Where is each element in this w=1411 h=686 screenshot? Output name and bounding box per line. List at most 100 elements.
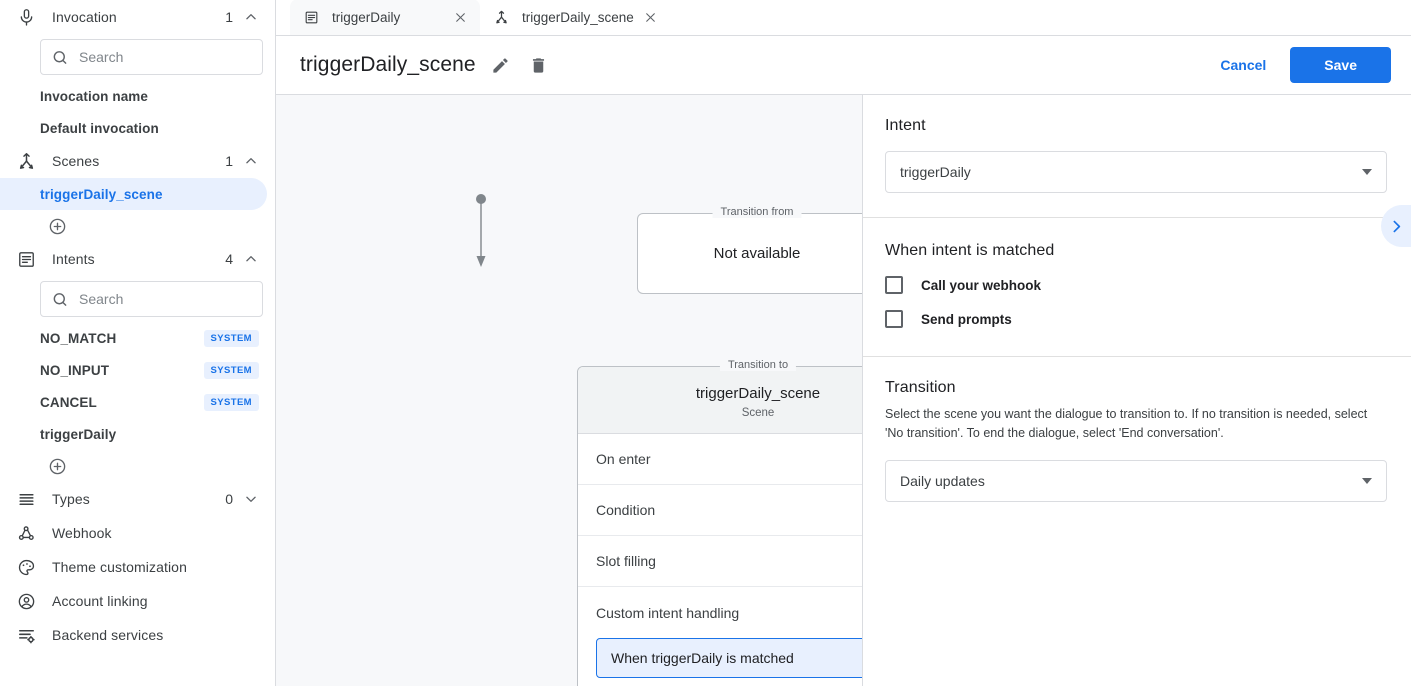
matched-heading: When intent is matched [885,242,1055,259]
sidebar-item-triggerdaily[interactable]: triggerDaily [0,418,275,450]
scene-row-label: Condition [596,502,656,518]
sidebar-section-types[interactable]: Types 0 [0,482,275,516]
toolbar: triggerDaily_scene Cancel Save [276,36,1411,95]
intent-icon [304,8,322,26]
sidebar-item-webhook[interactable]: Webhook [0,516,275,550]
sidebar-item-label: Webhook [52,525,112,541]
account-circle-icon [14,589,38,613]
sidebar-section-label: Intents [52,251,95,267]
scene-row-on-enter[interactable]: On enter + [578,434,862,485]
sidebar-item-triggerdaily-scene[interactable]: triggerDaily_scene [0,178,267,210]
sidebar-item-no-input[interactable]: NO_INPUT SYSTEM [0,354,275,386]
trash-icon[interactable] [526,52,552,78]
sidebar-item-backend-services[interactable]: Backend services [0,618,275,652]
sidebar-item-no-match[interactable]: NO_MATCH SYSTEM [0,322,275,354]
chevron-up-icon[interactable] [243,251,259,267]
chevron-up-icon[interactable] [243,9,259,25]
transition-to-legend: Transition to [719,359,797,371]
transition-select-value: Daily updates [900,472,985,489]
palette-icon [14,555,38,579]
transition-description: Select the scene you want the dialogue t… [885,407,1368,441]
scene-node-subtitle: Scene [741,407,775,419]
chevron-right-icon[interactable] [1381,205,1411,247]
chevron-up-icon[interactable] [243,153,259,169]
sidebar-item-theme-customization[interactable]: Theme customization [0,550,275,584]
scene-canvas[interactable]: Transition from Not available Transition… [276,95,862,686]
checkbox-icon[interactable] [885,276,903,294]
intent-section: Intent triggerDaily [863,95,1411,218]
tab-label: triggerDaily_scene [522,9,634,25]
sidebar-item-label: Theme customization [52,559,187,575]
scene-node-header: triggerDaily_scene Scene [578,367,862,434]
transition-from-node[interactable]: Transition from Not available [637,206,862,294]
scene-group-custom-intent-handling: Custom intent handling + When triggerDai… [578,587,862,686]
properties-panel: Intent triggerDaily When intent is match… [862,95,1411,686]
sidebar-item-label: Invocation name [40,88,149,104]
tab-strip: triggerDaily triggerDaily_scene [276,0,1411,36]
scene-row-custom-intent-handling[interactable]: Custom intent handling + [578,587,862,638]
left-sidebar: Invocation 1 Invocation name Default inv… [0,0,276,686]
scene-row-label: Custom intent handling [596,604,740,621]
scene-node-title: triggerDaily_scene [695,385,821,402]
pencil-icon[interactable] [488,52,514,78]
sidebar-section-count: 1 [225,153,233,169]
invocation-search-input[interactable] [79,49,252,65]
sidebar-item-label: triggerDaily [40,426,117,442]
status-badge: SYSTEM [203,361,259,379]
transition-from-value: Not available [713,245,801,262]
intents-search-input[interactable] [79,291,252,307]
scene-row-slot-filling[interactable]: Slot filling + [578,536,862,587]
checkbox-send-prompts[interactable]: Send prompts [885,310,1387,328]
checkbox-label: Send prompts [921,311,1012,327]
sidebar-item-label: triggerDaily_scene [40,186,163,202]
scene-node[interactable]: Transition to triggerDaily_scene Scene O… [577,359,862,686]
search-icon [53,292,67,306]
sidebar-section-invocation[interactable]: Invocation 1 [0,0,275,34]
sidebar-item-cancel[interactable]: CANCEL SYSTEM [0,386,275,418]
close-icon[interactable] [640,7,660,27]
transition-heading: Transition [885,379,956,396]
scene-icon [494,8,512,26]
tab-triggerdaily-scene[interactable]: triggerDaily_scene [480,0,670,35]
sidebar-section-scenes[interactable]: Scenes 1 [0,144,275,178]
add-intent-button[interactable] [0,450,275,482]
dropdown-arrow-icon [1362,477,1372,484]
intents-search[interactable] [40,281,263,317]
add-scene-button[interactable] [0,210,275,242]
sidebar-item-label: Account linking [52,593,148,609]
save-button[interactable]: Save [1290,47,1391,83]
scene-branch-icon [14,149,38,173]
cancel-button[interactable]: Cancel [1206,48,1280,82]
invocation-search[interactable] [40,39,263,75]
microphone-icon [14,5,38,29]
sidebar-section-label: Invocation [52,9,117,25]
sidebar-item-label: Backend services [52,627,164,643]
status-badge: SYSTEM [203,329,259,347]
sidebar-item-label: NO_INPUT [40,362,110,378]
scene-row-label: On enter [596,451,651,467]
chevron-down-icon[interactable] [243,491,259,507]
sidebar-section-intents[interactable]: Intents 4 [0,242,275,276]
search-icon [53,50,67,64]
transition-select[interactable]: Daily updates [885,459,1387,502]
checkbox-icon[interactable] [885,310,903,328]
intent-select[interactable]: triggerDaily [885,151,1387,193]
tab-triggerdaily[interactable]: triggerDaily [290,0,480,35]
sidebar-section-count: 0 [225,491,233,507]
main-area: triggerDaily triggerDaily_scene [276,0,1411,686]
checkbox-call-your-webhook[interactable]: Call your webhook [885,276,1387,294]
intents-list-icon [14,247,38,271]
sidebar-item-default-invocation[interactable]: Default invocation [0,112,275,144]
backend-services-icon [14,623,38,647]
sidebar-item-account-linking[interactable]: Account linking [0,584,275,618]
scene-row-condition[interactable]: Condition + [578,485,862,536]
sidebar-section-label: Types [52,491,90,507]
sidebar-item-invocation-name[interactable]: Invocation name [0,80,275,112]
close-icon[interactable] [450,7,470,27]
sidebar-item-label: NO_MATCH [40,330,117,346]
intent-handler-chip[interactable]: When triggerDaily is matched [596,638,862,678]
intent-heading: Intent [885,117,926,134]
status-badge: SYSTEM [203,393,259,411]
scene-row-label: Slot filling [596,553,656,569]
checkbox-label: Call your webhook [921,277,1042,293]
